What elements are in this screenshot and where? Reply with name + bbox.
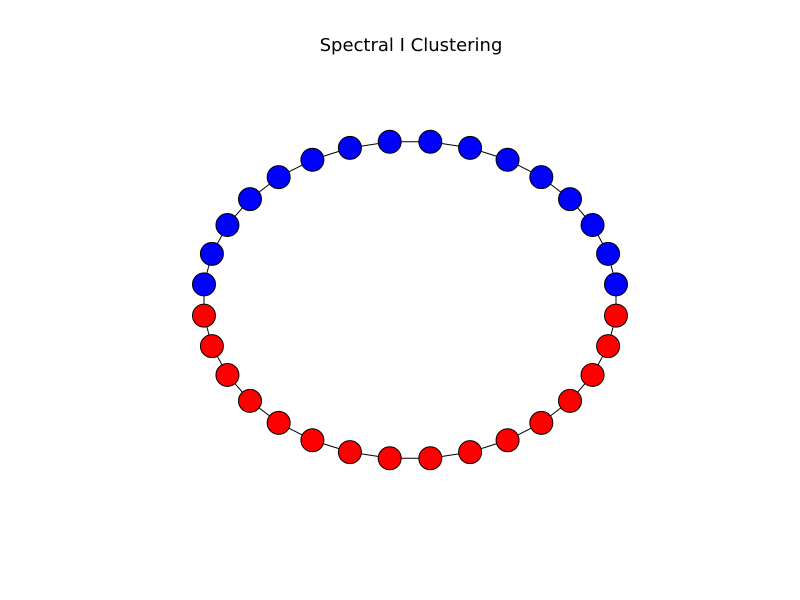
graph-node-cluster-red — [215, 362, 240, 387]
graph-node-cluster-blue — [458, 135, 483, 160]
graph-node-cluster-blue — [529, 165, 554, 190]
graph-node-cluster-red — [377, 446, 402, 471]
graph-node-cluster-blue — [604, 272, 629, 297]
graph-node-cluster-blue — [337, 135, 362, 160]
chart-title: Spectral I Clustering — [319, 35, 503, 56]
graph-node-cluster-red — [300, 428, 325, 453]
graph-node-cluster-blue — [596, 241, 621, 266]
graph-node-cluster-red — [529, 410, 554, 435]
graph-node-cluster-blue — [495, 147, 520, 172]
graph-node-cluster-red — [580, 362, 605, 387]
graph-node-cluster-blue — [199, 241, 224, 266]
graph-node-cluster-blue — [266, 165, 291, 190]
graph-node-cluster-red — [237, 388, 262, 413]
graph-node-cluster-blue — [237, 187, 262, 212]
graph-node-cluster-red — [418, 446, 443, 471]
graph-node-cluster-blue — [580, 213, 605, 238]
graph-node-cluster-blue — [377, 129, 402, 154]
graph-node-cluster-red — [604, 303, 629, 328]
graph-node-cluster-red — [199, 334, 224, 359]
graph-node-cluster-blue — [191, 272, 216, 297]
graph-node-cluster-red — [596, 334, 621, 359]
graph-node-cluster-blue — [215, 213, 240, 238]
graph-node-cluster-blue — [300, 147, 325, 172]
graph-node-cluster-red — [191, 303, 216, 328]
graph-edges — [203, 141, 617, 459]
graph-node-cluster-red — [337, 440, 362, 465]
graph-node-cluster-red — [458, 440, 483, 465]
graph-node-cluster-red — [495, 428, 520, 453]
graph-node-cluster-red — [266, 410, 291, 435]
graph-node-cluster-blue — [558, 187, 583, 212]
graph-nodes — [191, 129, 629, 471]
graph-node-cluster-red — [558, 388, 583, 413]
graph-node-cluster-blue — [418, 129, 443, 154]
